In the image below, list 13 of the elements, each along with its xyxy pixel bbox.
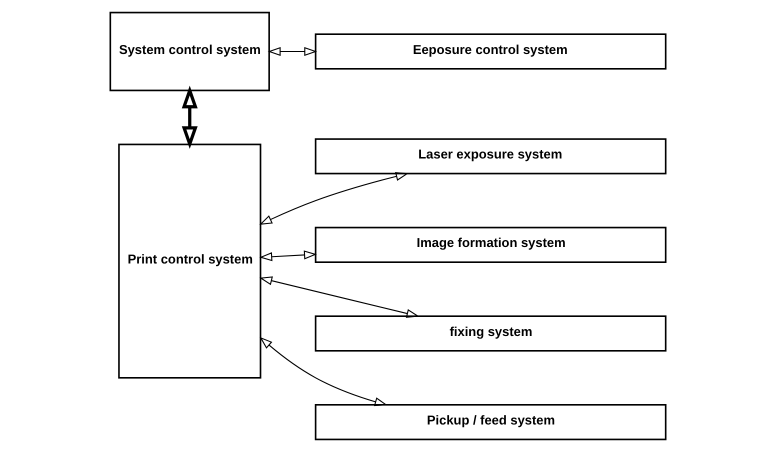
node-box: Print control system	[118, 144, 262, 379]
node-box: Laser exposure system	[314, 138, 666, 174]
node-box: Image formation system	[314, 226, 666, 263]
arrow	[259, 276, 420, 318]
node-box: System control system	[110, 12, 270, 92]
arrow	[268, 46, 318, 56]
node-box: Eeposure control system	[314, 33, 666, 70]
node-box: Pickup / feed system	[314, 404, 666, 440]
arrow	[259, 250, 317, 262]
arrow	[182, 86, 198, 149]
arrow	[259, 172, 409, 225]
arrow	[260, 336, 388, 406]
node-box: fixing system	[314, 315, 666, 352]
